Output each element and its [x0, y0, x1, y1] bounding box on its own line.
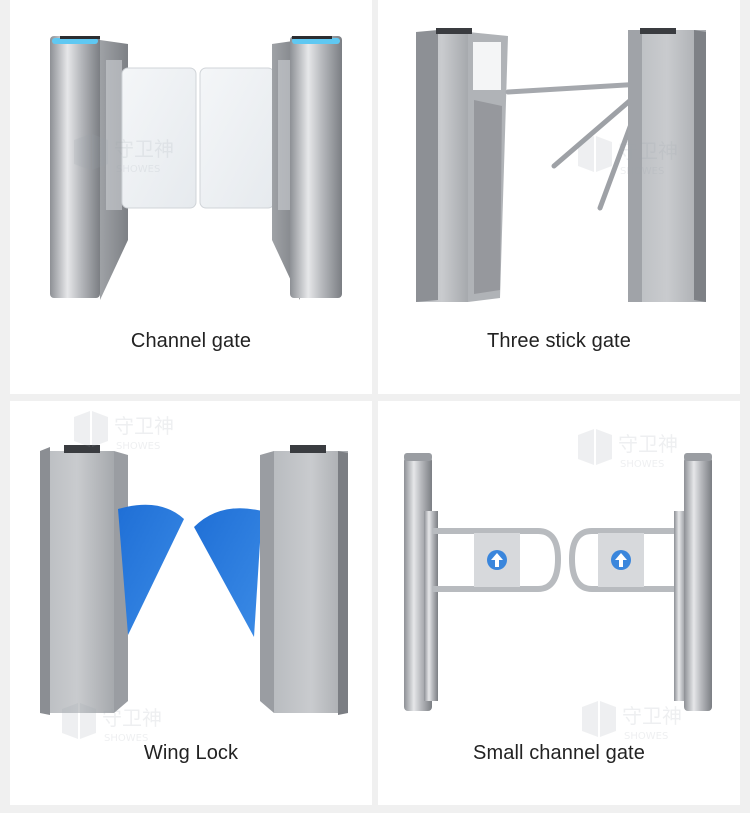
channel-gate-image	[50, 36, 342, 300]
svg-text:守卫神: 守卫神	[618, 432, 678, 456]
svg-text:守卫神: 守卫神	[114, 414, 174, 438]
watermark-logo-icon: 守卫神 SHOWES	[62, 703, 162, 744]
product-grid: 守卫神 SHOWES Channel gate 守卫神 S	[10, 0, 740, 805]
product-caption: Channel gate	[130, 330, 252, 352]
watermark-logo-icon: 守卫神 SHOWES	[74, 134, 174, 175]
svg-text:SHOWES: SHOWES	[116, 441, 160, 452]
small-channel-gate-image	[404, 453, 712, 711]
watermark-logo-icon: 守卫神 SHOWES	[74, 411, 174, 452]
svg-text:SHOWES: SHOWES	[624, 731, 668, 742]
three-stick-gate-image	[416, 28, 706, 302]
svg-text:SHOWES: SHOWES	[116, 164, 160, 175]
watermark-logo-icon: 守卫神 SHOWES	[582, 701, 682, 742]
svg-text:SHOWES: SHOWES	[104, 733, 148, 744]
product-caption: Wing Lock	[143, 742, 239, 764]
watermark-logo-icon: 守卫神 SHOWES	[578, 429, 678, 470]
svg-text:SHOWES: SHOWES	[620, 166, 664, 177]
watermark-logo-icon: 守卫神 SHOWES	[578, 136, 678, 177]
svg-text:守卫神: 守卫神	[114, 137, 174, 161]
product-card-three-stick-gate[interactable]: 守卫神 SHOWES Three stick gate	[378, 0, 740, 394]
product-card-small-channel-gate[interactable]: 守卫神 SHOWES 守卫神 SHOWES Small channel gate	[378, 401, 740, 805]
product-card-wing-lock[interactable]: 守卫神 SHOWES 守卫神 SHOWES Wing Lock	[10, 401, 372, 805]
product-caption: Three stick gate	[487, 330, 631, 352]
svg-text:守卫神: 守卫神	[618, 139, 678, 163]
svg-text:SHOWES: SHOWES	[620, 459, 664, 470]
wing-lock-image	[40, 445, 348, 715]
svg-text:守卫神: 守卫神	[622, 704, 682, 728]
product-caption: Small channel gate	[473, 742, 645, 764]
svg-text:守卫神: 守卫神	[102, 706, 162, 730]
product-card-channel-gate[interactable]: 守卫神 SHOWES Channel gate	[10, 0, 372, 394]
